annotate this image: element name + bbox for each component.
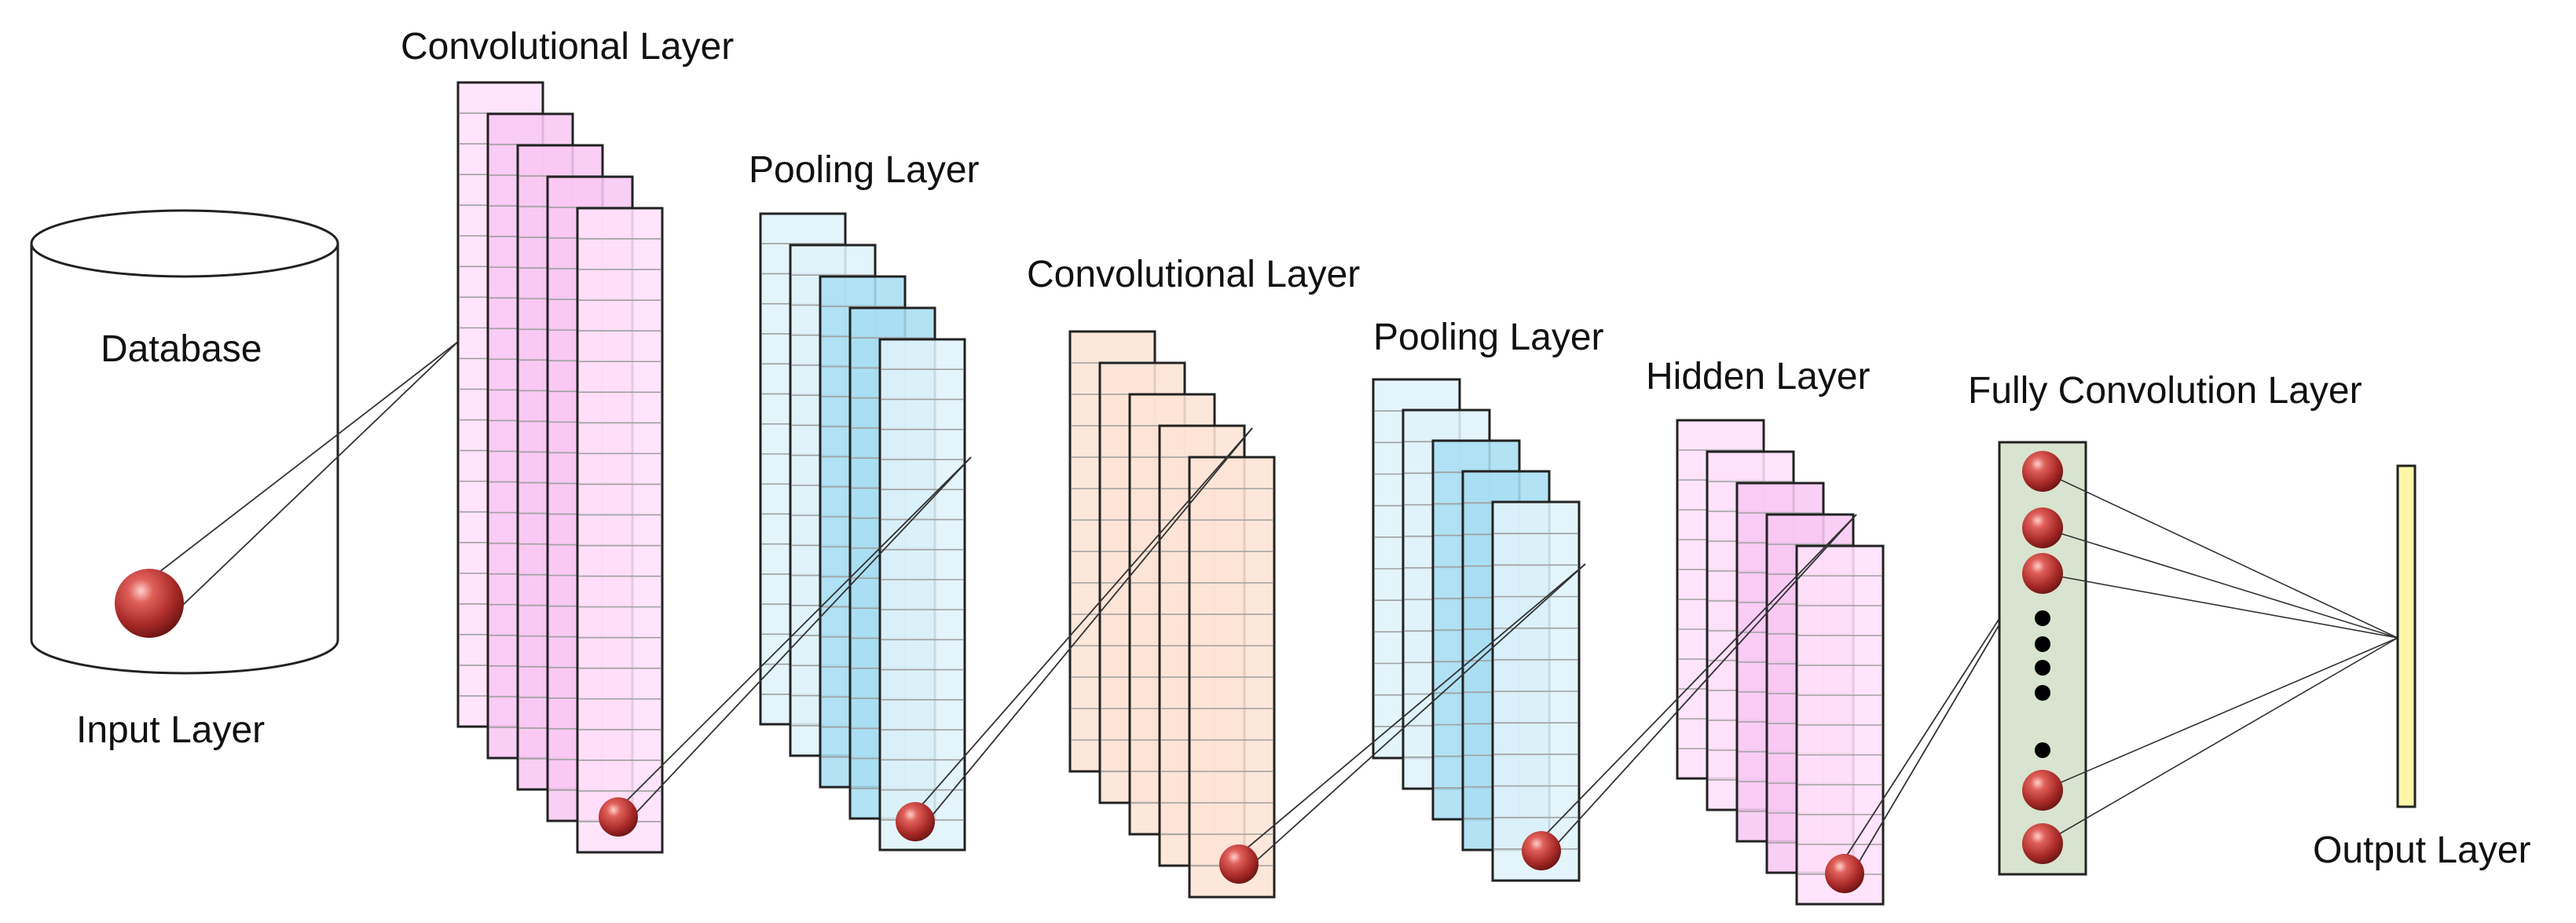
conv1-neuron (599, 797, 638, 837)
hidden-neuron (1825, 854, 1864, 893)
conv-layer-1-stack (456, 81, 664, 854)
output-layer-label: Output Layer (2313, 830, 2531, 871)
pool-layer-2-stack (1372, 378, 1581, 882)
pool-layer-1-stack (759, 212, 966, 852)
fc-neuron (2022, 553, 2063, 594)
hidden-layer-label: Hidden Layer (1646, 356, 1871, 397)
input-connections (148, 341, 459, 623)
pool1-neuron (896, 802, 935, 841)
fc-neurons (2022, 451, 2063, 864)
conv-layer-2-stack (1068, 330, 1276, 899)
pool2-neuron (1522, 831, 1561, 870)
fc-layer-label: Fully Convolution Layer (1968, 370, 2362, 412)
fc-output-connections (2042, 471, 2398, 844)
conv-layer-1-label: Convolutional Layer (401, 26, 734, 68)
hidden-layer-stack (1676, 419, 1885, 906)
fc-neuron (2022, 823, 2063, 864)
database-label: Database (101, 328, 262, 370)
fc-neuron (2022, 770, 2063, 811)
input-neuron (115, 569, 184, 638)
conv2-neuron (1219, 844, 1259, 884)
fc-neuron (2022, 507, 2063, 548)
pool-layer-2-label: Pooling Layer (1373, 317, 1604, 358)
conv-layer-2-label: Convolutional Layer (1027, 254, 1360, 295)
feature-map (576, 207, 664, 854)
input-layer-label: Input Layer (76, 709, 265, 751)
pool-layer-1-label: Pooling Layer (749, 149, 980, 191)
fc-ellipsis-dots (2035, 610, 2050, 758)
database-cylinder (30, 209, 339, 675)
output-layer-bar (2396, 464, 2417, 808)
fc-neuron (2022, 451, 2063, 492)
feature-map (878, 338, 966, 852)
